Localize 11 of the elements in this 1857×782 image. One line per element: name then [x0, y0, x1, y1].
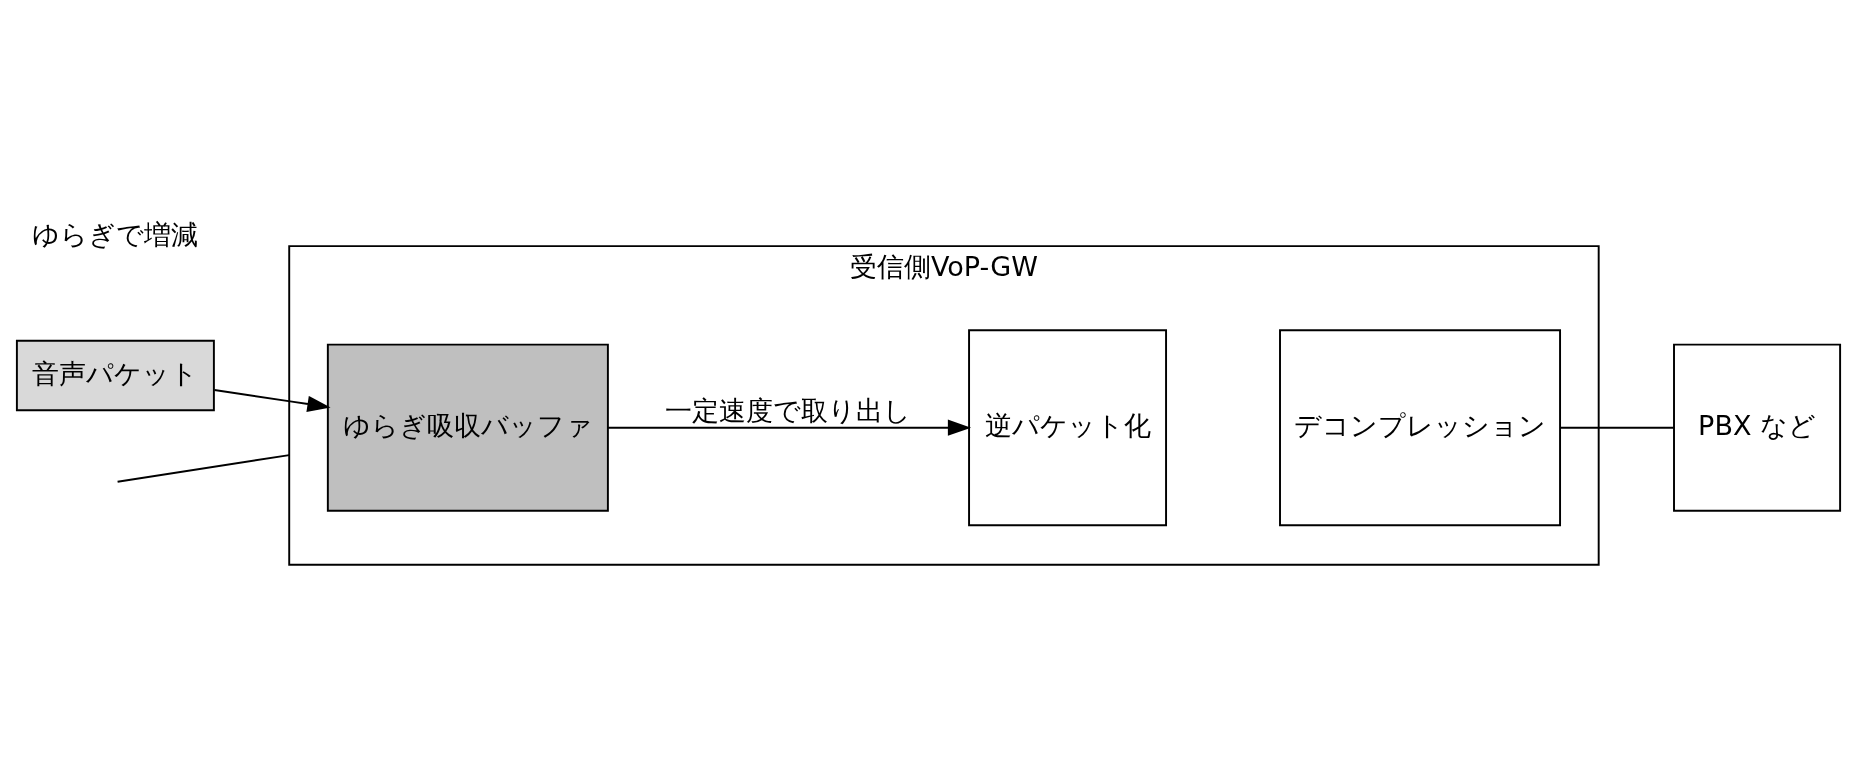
connector	[116, 454, 291, 483]
label: ゆらぎで増減	[32, 218, 199, 250]
node-box: 逆パケット化	[968, 329, 1168, 527]
edge-label: 一定速度で取り出し	[665, 395, 912, 427]
node-box: デコンプレッション	[1279, 329, 1562, 527]
arrow	[213, 389, 331, 413]
node-box: PBX など	[1673, 343, 1842, 512]
connector	[1559, 426, 1675, 429]
node-box: 音声パケット	[15, 339, 215, 412]
node-box: ゆらぎ吸収バッファ	[326, 343, 609, 512]
arrow	[607, 419, 972, 436]
